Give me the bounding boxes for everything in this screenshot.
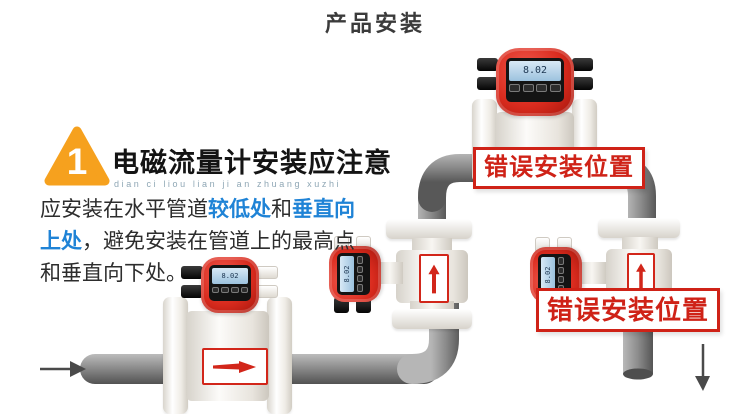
page-title: 产品安装 [324, 11, 425, 36]
note-heading: 电磁流量计安装应注意 [112, 148, 392, 178]
note-body: 应安装在水平管道较低处和垂直向上处，避免安装在管道上的最高点和垂直向下处。 [40, 194, 370, 290]
meter-buttons [211, 286, 249, 293]
left-meter-flange [267, 297, 292, 414]
middle-neck [410, 301, 454, 312]
flowmeter-head: 8.02 [496, 48, 574, 116]
flow-right-arrow-icon [213, 360, 256, 373]
cable-gland [181, 285, 203, 298]
flow-direction-label [202, 348, 268, 385]
triangle-badge-icon [44, 126, 110, 186]
pipe-bottom-elbow [397, 288, 459, 384]
wrong-position-label-right: 错误安装位置 [536, 288, 721, 332]
wrong-position-label-top: 错误安装位置 [473, 147, 645, 189]
number-badge: 1 [44, 124, 110, 190]
cable-gland [477, 77, 498, 90]
right-head-arm [578, 262, 606, 284]
flowmeter-head: 8.02 [201, 257, 259, 313]
middle-bottom-flange [392, 309, 472, 329]
badge-number: 1 [66, 141, 88, 182]
body-highlight-lower: 较低处 [208, 198, 271, 221]
middle-neck [412, 238, 452, 252]
pipe-top-elbow [418, 154, 502, 212]
body-text: 和 [271, 198, 292, 221]
cable-gland [477, 58, 498, 71]
pipe-end-cap [623, 368, 653, 380]
flow-down-arrow [695, 344, 710, 391]
meter-panel: 8.02 [208, 265, 252, 302]
flow-up-arrow-icon [428, 264, 440, 293]
meter-buttons [509, 83, 561, 92]
right-neck [622, 237, 658, 251]
flow-in-arrow [40, 361, 86, 377]
body-highlight-vertical-up: 垂直向上处 [40, 198, 355, 253]
right-top-flange [598, 218, 680, 238]
cable-gland [572, 77, 593, 90]
body-text: 应安装在水平管道 [40, 198, 208, 221]
meter-lcd: 8.02 [509, 61, 561, 81]
body-text: ，避免安装在管道上的最高点和垂直向下处。 [40, 230, 355, 285]
middle-head-arm [377, 262, 403, 284]
flow-up-arrow-icon [636, 263, 646, 289]
meter-lcd: 8.02 [211, 268, 249, 284]
meter-panel: 8.02 [506, 58, 564, 102]
middle-top-flange [386, 219, 472, 239]
cable-gland [181, 266, 203, 279]
left-meter-flange [163, 297, 188, 414]
cable-gland [572, 58, 593, 71]
note-pinyin: dian ci liou lian ji an zhuang xuzhi [114, 179, 342, 189]
flow-direction-label [419, 254, 449, 303]
